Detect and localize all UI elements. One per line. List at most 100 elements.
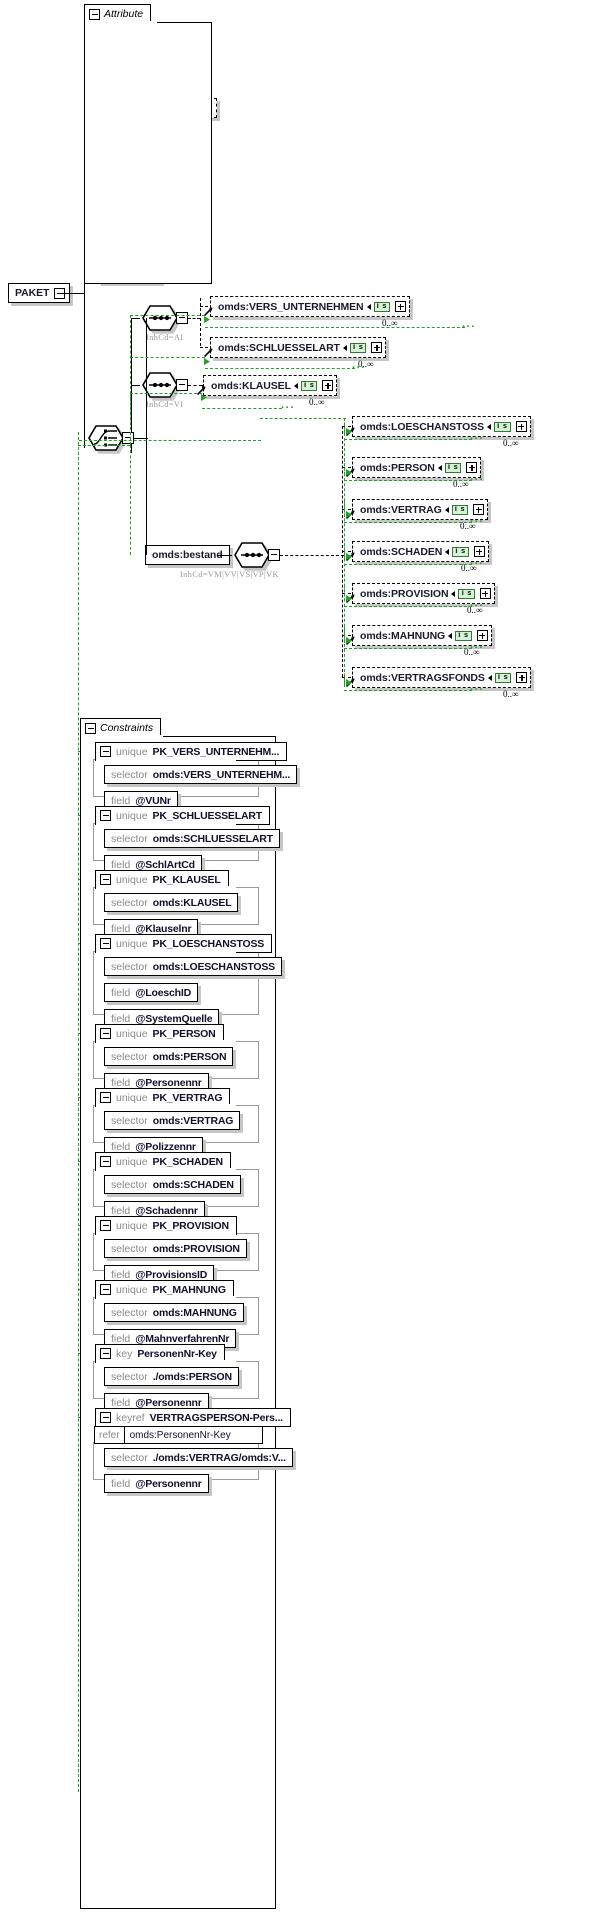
connector-dashed [200,347,208,348]
sequence-compositor-vi[interactable] [140,372,186,398]
connector-dashed [280,555,390,556]
minus-expander-icon[interactable] [100,1092,111,1103]
attribute-group-tab: Attribute [84,4,152,23]
selector-value: omds:LOESCHANSTOSS [152,960,275,973]
sequence-compositor-bestand[interactable] [232,542,278,568]
element-omds-bestand[interactable]: omds:bestand [145,545,230,565]
constraint-field-row[interactable]: field @Personennr [104,1474,209,1493]
plus-expander-icon[interactable] [466,462,478,473]
plus-expander-icon[interactable] [473,546,485,557]
constraint-field-row[interactable]: field@Klauselnr [104,919,199,938]
constraint-selector-row[interactable]: selector./omds:PERSON [104,1367,239,1386]
plus-expander-icon[interactable] [479,588,491,599]
field-label: field [111,1477,131,1490]
plus-expander-icon[interactable] [476,630,488,641]
key-ref-line [344,648,472,649]
refer-value: omds:PersonenNr-Key [129,1429,231,1441]
minus-expander-icon[interactable] [100,746,111,757]
field-label: field [111,922,131,935]
compositor-expander-icon[interactable] [176,379,188,391]
field-value: @Personennr [135,1477,202,1490]
constraint-field-row[interactable]: field@Personennr [104,1073,209,1092]
compositor-expander-icon[interactable] [176,312,188,324]
minus-expander-icon[interactable] [100,1284,111,1295]
minus-expander-icon[interactable] [100,1348,111,1359]
tab-mask [85,21,158,24]
key-ref-line [344,690,472,691]
sequence-compositor-ai[interactable] [140,305,186,331]
field-label: field [111,794,131,807]
plus-expander-icon[interactable] [322,380,334,391]
compositor-expander-icon[interactable] [122,432,134,444]
plus-expander-icon[interactable] [473,504,485,515]
constraint-field-row[interactable]: field@SchlArtCd [104,855,202,874]
type-arrow-icon [448,632,453,639]
minus-expander-icon[interactable] [89,8,100,20]
type-arrow-icon [445,548,450,555]
plus-expander-icon[interactable] [515,421,527,432]
key-ref-line [202,408,282,409]
minus-expander-icon[interactable] [100,938,111,949]
compositor-expander-icon[interactable] [268,549,280,561]
occurrence-indicator: 0..∞ [464,647,480,657]
minus-expander-icon[interactable] [85,722,96,734]
selector-value: omds:SCHLUESSELART [152,832,273,845]
plus-expander-icon[interactable] [371,342,383,353]
minus-expander-icon[interactable] [100,1412,111,1423]
constraint-field-row[interactable]: field@Polizzennr [104,1137,203,1156]
minus-expander-icon[interactable] [100,1028,111,1039]
selector-value: omds:MAHNUNG [152,1306,237,1319]
key-dots: ··· [470,474,484,486]
constraint-header-unique[interactable]: unique PK_LOESCHANSTOSS [95,934,273,953]
minus-expander-icon[interactable] [100,1156,111,1167]
constraint-name-label: PK_LOESCHANSTOSS [152,937,265,950]
constraint-field-row[interactable]: field@SystemQuelle [104,1009,220,1028]
type-badge: i s [494,672,512,683]
constraint-selector-row[interactable]: selector./omds:VERTRAG/omds:V... [104,1448,293,1467]
field-value: @Personennr [135,1396,202,1409]
connector-dashed [188,318,200,319]
constraint-field-row[interactable]: field@LoeschID [104,983,198,1002]
root-element-paket[interactable]: PAKET [8,283,71,303]
constraints-group-tab: Constraints [80,718,162,737]
constraint-kind-label: unique [116,937,148,950]
plus-expander-icon[interactable] [395,301,407,312]
key-dots: ··· [470,433,484,445]
minus-expander-icon[interactable] [100,1220,111,1231]
minus-expander-icon[interactable] [100,874,111,885]
key-ref-line [344,522,472,523]
connector-line [84,292,86,448]
tab-mask [96,1296,236,1299]
minus-expander-icon[interactable] [100,810,111,821]
occurrence-indicator: 0..∞ [503,438,519,448]
constraint-kind-label: unique [116,1283,148,1296]
key-dots: ··· [462,321,476,333]
plus-expander-icon[interactable] [516,672,528,683]
